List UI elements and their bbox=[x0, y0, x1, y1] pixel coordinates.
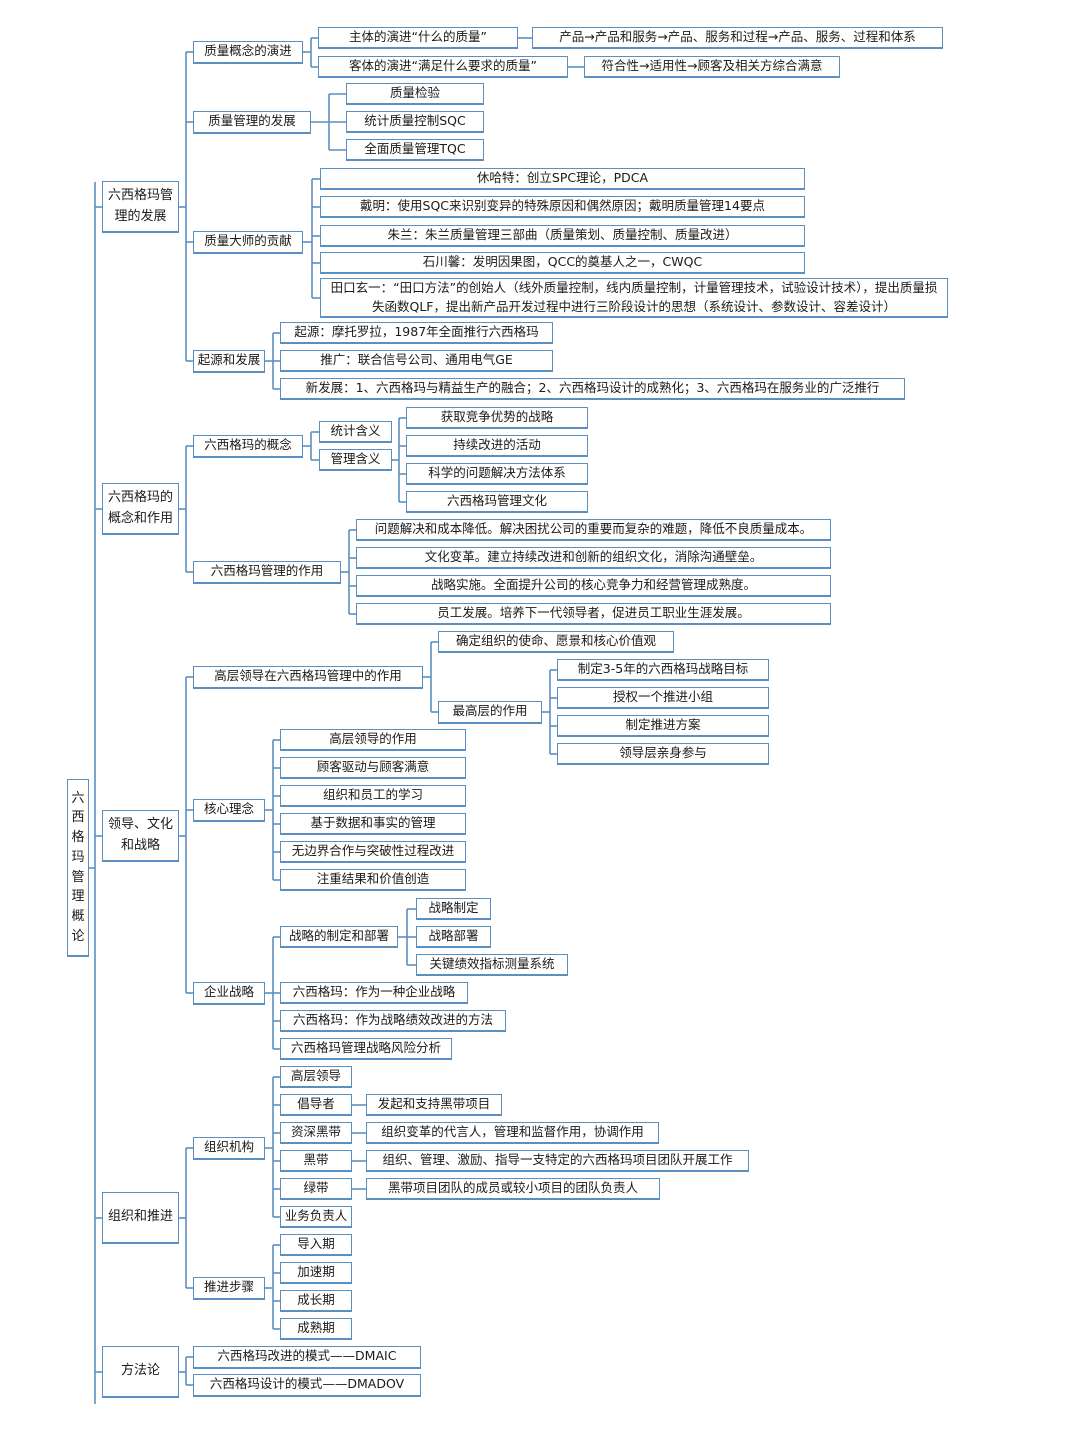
topic-node-branches-3-children-1-children-1: 加速期 bbox=[280, 1262, 352, 1284]
topic-node-branches-0-children-2: 质量大师的贡献 bbox=[193, 230, 303, 254]
topic-node-branches-3-children-0-children-3-children-0: 组织、管理、激励、指导一支特定的六西格玛项目团队开展工作 bbox=[366, 1150, 749, 1172]
branch-node-branches-3: 组织和推进 bbox=[102, 1192, 179, 1244]
topic-node-branches-3-children-0-children-4: 绿带 bbox=[280, 1178, 352, 1200]
topic-node-branches-4-children-1: 六西格玛设计的模式——DMADOV bbox=[193, 1373, 421, 1397]
topic-node-branches-0-children-1-children-1: 统计质量控制SQC bbox=[346, 111, 484, 133]
topic-node-branches-0-children-0-children-0: 主体的演进“什么的质量” bbox=[318, 27, 518, 49]
topic-node-branches-1-children-1: 六西格玛管理的作用 bbox=[193, 560, 341, 584]
branch-node-branches-0: 六西格玛管理的发展 bbox=[102, 181, 179, 233]
topic-node-branches-3-children-1: 推进步骤 bbox=[193, 1276, 265, 1300]
topic-node-branches-3-children-0-children-1: 倡导者 bbox=[280, 1094, 352, 1116]
topic-node-branches-0-children-0-children-1: 客体的演进“满足什么要求的质量” bbox=[318, 56, 568, 78]
topic-node-branches-3-children-0-children-4-children-0: 黑带项目团队的成员或较小项目的团队负责人 bbox=[366, 1178, 660, 1200]
topic-node-branches-1-children-0-children-1-children-2: 科学的问题解决方法体系 bbox=[406, 463, 588, 485]
topic-node-branches-2-children-0-children-1-children-3: 领导层亲身参与 bbox=[557, 743, 769, 765]
topic-node-branches-2-children-0-children-1-children-1: 授权一个推进小组 bbox=[557, 687, 769, 709]
topic-node-branches-1-children-0-children-1: 管理含义 bbox=[319, 449, 392, 471]
topic-node-branches-0-children-3-children-2: 新发展：1、六西格玛与精益生产的融合；2、六西格玛设计的成熟化；3、六西格玛在服… bbox=[280, 378, 905, 400]
topic-node-branches-2-children-1-children-4: 无边界合作与突破性过程改进 bbox=[280, 841, 466, 863]
topic-node-branches-0-children-3-children-1: 推广：联合信号公司、通用电气GE bbox=[280, 350, 553, 372]
topic-node-branches-0-children-2-children-2: 朱兰：朱兰质量管理三部曲（质量策划、质量控制、质量改进） bbox=[320, 225, 805, 247]
topic-node-branches-1-children-0-children-1-children-3: 六西格玛管理文化 bbox=[406, 491, 588, 513]
topic-node-branches-0-children-2-children-3: 石川馨：发明因果图，QCC的奠基人之一，CWQC bbox=[320, 252, 805, 274]
topic-node-branches-3-children-0-children-2: 资深黑带 bbox=[280, 1122, 352, 1144]
topic-node-branches-3-children-1-children-2: 成长期 bbox=[280, 1290, 352, 1312]
topic-node-branches-0-children-0-children-0-children-0: 产品→产品和服务→产品、服务和过程→产品、服务、过程和体系 bbox=[532, 27, 943, 49]
topic-node-branches-0-children-2-children-0: 休哈特：创立SPC理论，PDCA bbox=[320, 168, 805, 190]
topic-node-branches-1-children-0-children-1-children-0: 获取竞争优势的战略 bbox=[406, 407, 588, 429]
branch-node-branches-4: 方法论 bbox=[102, 1346, 179, 1398]
topic-node-branches-0-children-3: 起源和发展 bbox=[193, 349, 265, 373]
topic-node-branches-0-children-1-children-2: 全面质量管理TQC bbox=[346, 139, 484, 161]
topic-node-branches-2-children-0-children-1: 最高层的作用 bbox=[438, 700, 542, 724]
topic-node-branches-1-children-0-children-1-children-1: 持续改进的活动 bbox=[406, 435, 588, 457]
topic-node-branches-3-children-0: 组织机构 bbox=[193, 1136, 265, 1160]
topic-node-branches-3-children-1-children-0: 导入期 bbox=[280, 1234, 352, 1256]
topic-node-branches-2-children-1-children-2: 组织和员工的学习 bbox=[280, 785, 466, 807]
topic-node-branches-2-children-2-children-1: 六西格玛：作为一种企业战略 bbox=[280, 982, 468, 1004]
topic-node-branches-2-children-0-children-0: 确定组织的使命、愿景和核心价值观 bbox=[438, 631, 674, 653]
topic-node-branches-0-children-0-children-1-children-0: 符合性→适用性→顾客及相关方综合满意 bbox=[584, 56, 840, 78]
topic-node-branches-4-children-0: 六西格玛改进的模式——DMAIC bbox=[193, 1345, 421, 1369]
topic-node-branches-2-children-2-children-0-children-0: 战略制定 bbox=[416, 898, 491, 920]
topic-node-branches-2-children-0-children-1-children-0: 制定3-5年的六西格玛战略目标 bbox=[557, 659, 769, 681]
topic-node-branches-2-children-2-children-0-children-1: 战略部署 bbox=[416, 926, 491, 948]
branch-node-branches-1: 六西格玛的概念和作用 bbox=[102, 483, 179, 535]
topic-node-branches-2-children-2-children-0: 战略的制定和部署 bbox=[280, 926, 398, 948]
topic-node-branches-0-children-0: 质量概念的演进 bbox=[193, 40, 303, 64]
topic-node-branches-1-children-0-children-0: 统计含义 bbox=[319, 421, 392, 443]
branch-node-branches-2: 领导、文化和战略 bbox=[102, 810, 179, 862]
topic-node-branches-0-children-2-children-4: 田口玄一：“田口方法”的创始人（线外质量控制，线内质量控制，计量管理技术，试验设… bbox=[320, 278, 948, 318]
root-node-root: 六西格玛管理概论 bbox=[67, 779, 89, 957]
topic-node-branches-0-children-1-children-0: 质量检验 bbox=[346, 83, 484, 105]
topic-node-branches-1-children-1-children-0: 问题解决和成本降低。解决困扰公司的重要而复杂的难题，降低不良质量成本。 bbox=[356, 519, 831, 541]
topic-node-branches-0-children-3-children-0: 起源：摩托罗拉，1987年全面推行六西格玛 bbox=[280, 322, 553, 344]
topic-node-branches-2-children-1: 核心理念 bbox=[193, 798, 265, 822]
topic-node-branches-1-children-1-children-3: 员工发展。培养下一代领导者，促进员工职业生涯发展。 bbox=[356, 603, 831, 625]
topic-node-branches-2-children-0: 高层领导在六西格玛管理中的作用 bbox=[193, 665, 423, 689]
topic-node-branches-0-children-1: 质量管理的发展 bbox=[193, 110, 311, 134]
topic-node-branches-2-children-1-children-0: 高层领导的作用 bbox=[280, 729, 466, 751]
topic-node-branches-3-children-1-children-3: 成熟期 bbox=[280, 1318, 352, 1340]
topic-node-branches-2-children-1-children-5: 注重结果和价值创造 bbox=[280, 869, 466, 891]
topic-node-branches-3-children-0-children-2-children-0: 组织变革的代言人，管理和监督作用，协调作用 bbox=[366, 1122, 659, 1144]
topic-node-branches-0-children-2-children-1: 戴明：使用SQC来识别变异的特殊原因和偶然原因；戴明质量管理14要点 bbox=[320, 196, 805, 218]
topic-node-branches-2-children-1-children-3: 基于数据和事实的管理 bbox=[280, 813, 466, 835]
topic-node-branches-3-children-0-children-0: 高层领导 bbox=[280, 1066, 352, 1088]
topic-node-branches-2-children-2-children-2: 六西格玛：作为战略绩效改进的方法 bbox=[280, 1010, 506, 1032]
topic-node-branches-3-children-0-children-1-children-0: 发起和支持黑带项目 bbox=[366, 1094, 502, 1116]
topic-node-branches-2-children-2-children-0-children-2: 关键绩效指标测量系统 bbox=[416, 954, 568, 976]
topic-node-branches-2-children-0-children-1-children-2: 制定推进方案 bbox=[557, 715, 769, 737]
topic-node-branches-3-children-0-children-3: 黑带 bbox=[280, 1150, 352, 1172]
topic-node-branches-2-children-1-children-1: 顾客驱动与顾客满意 bbox=[280, 757, 466, 779]
topic-node-branches-3-children-0-children-5: 业务负责人 bbox=[280, 1206, 352, 1228]
topic-node-branches-2-children-2: 企业战略 bbox=[193, 981, 265, 1005]
topic-node-branches-1-children-1-children-1: 文化变革。建立持续改进和创新的组织文化，消除沟通壁垒。 bbox=[356, 547, 831, 569]
topic-node-branches-2-children-2-children-3: 六西格玛管理战略风险分析 bbox=[280, 1038, 452, 1060]
topic-node-branches-1-children-1-children-2: 战略实施。全面提升公司的核心竞争力和经营管理成熟度。 bbox=[356, 575, 831, 597]
topic-node-branches-1-children-0: 六西格玛的概念 bbox=[193, 434, 303, 458]
